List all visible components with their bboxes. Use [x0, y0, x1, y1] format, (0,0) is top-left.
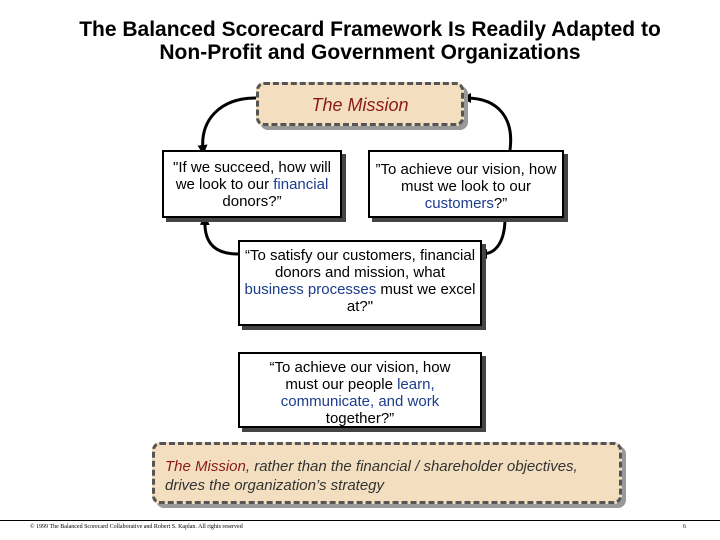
learning-growth-box: “To achieve our vision, how must our peo… [238, 352, 482, 428]
customer-text-post: ?” [493, 195, 508, 212]
learning-text-pre: “To achieve our vision, how must our peo… [269, 359, 451, 393]
learning-highlight: learn, communicate, and work [280, 376, 440, 410]
arrow-customer-to-process [477, 217, 507, 259]
financial-text-post: donors?” [222, 193, 282, 210]
customer-perspective-box: ”To achieve our vision, how must we look… [368, 150, 564, 218]
footer-copyright: © 1999 The Balanced Scorecard Collaborat… [30, 524, 243, 530]
mission-label: The Mission [311, 95, 409, 115]
financial-highlight: financial [273, 176, 329, 193]
learning-text-post: together?” [325, 410, 395, 427]
financial-perspective-box: "If we succeed, how will we look to our … [162, 150, 342, 218]
page-number: 6 [683, 524, 686, 530]
mission-box: The Mission [256, 82, 464, 126]
mission-note-rest: , rather than the financial / shareholde… [165, 458, 578, 494]
process-highlight: business processes [244, 281, 377, 298]
mission-note-lead: The Mission [165, 458, 246, 475]
financial-text-pre: "If we succeed, how will we look to our [173, 159, 331, 193]
arrow-customer-to-mission [461, 93, 513, 151]
internal-process-box: “To satisfy our customers, financial don… [238, 240, 482, 326]
process-text-pre: “To satisfy our customers, financial don… [244, 247, 476, 281]
customer-highlight: customers [424, 195, 494, 212]
arrow-process-to-financial [199, 215, 239, 256]
arrow-mission-to-financial [197, 96, 257, 155]
footer-divider [0, 520, 720, 521]
mission-note-box: The Mission, rather than the financial /… [152, 442, 622, 504]
slide-title: The Balanced Scorecard Framework Is Read… [79, 18, 661, 64]
process-text-post: must we excel at?" [346, 281, 476, 315]
customer-text-pre: ”To achieve our vision, how must we look… [375, 161, 557, 195]
mission-note-text: The Mission, rather than the financial /… [165, 457, 615, 495]
